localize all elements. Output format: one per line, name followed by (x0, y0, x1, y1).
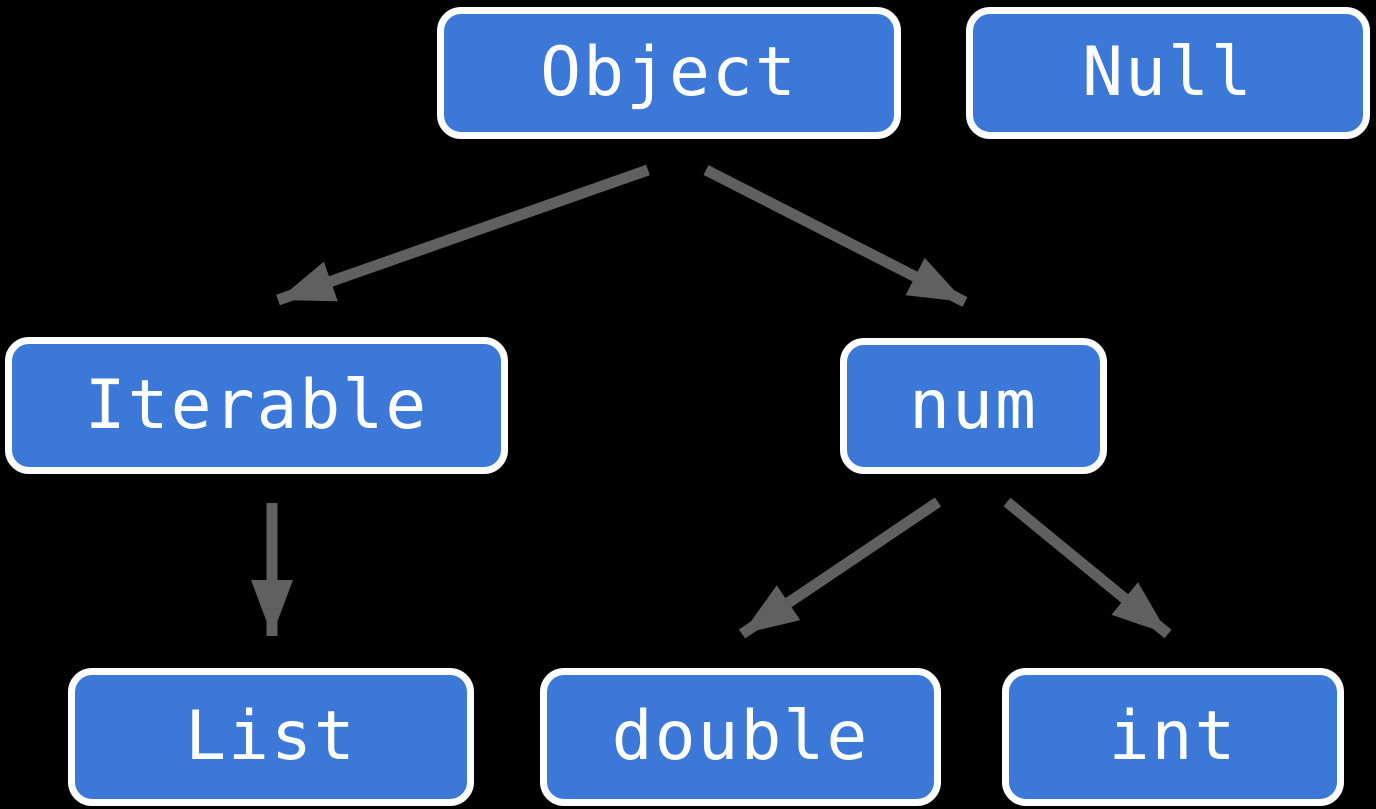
edge-num-int (1003, 497, 1172, 639)
node-iterable-label: Iterable (84, 365, 429, 445)
edge-num-double (738, 497, 942, 639)
node-object-label: Object (540, 33, 798, 112)
node-object: Object (437, 7, 901, 139)
node-null-label: Null (1082, 33, 1254, 112)
node-list-label: List (185, 697, 357, 776)
node-iterable: Iterable (5, 337, 508, 474)
node-num-label: num (909, 366, 1038, 445)
node-null: Null (966, 7, 1370, 139)
node-int-label: int (1108, 697, 1238, 776)
node-list: List (68, 668, 474, 806)
node-int: int (1002, 668, 1344, 806)
node-double-label: double (611, 697, 870, 776)
node-double: double (540, 668, 941, 806)
edge-object-iterable (276, 164, 650, 306)
edge-object-num (703, 165, 968, 307)
node-num: num (840, 338, 1107, 474)
